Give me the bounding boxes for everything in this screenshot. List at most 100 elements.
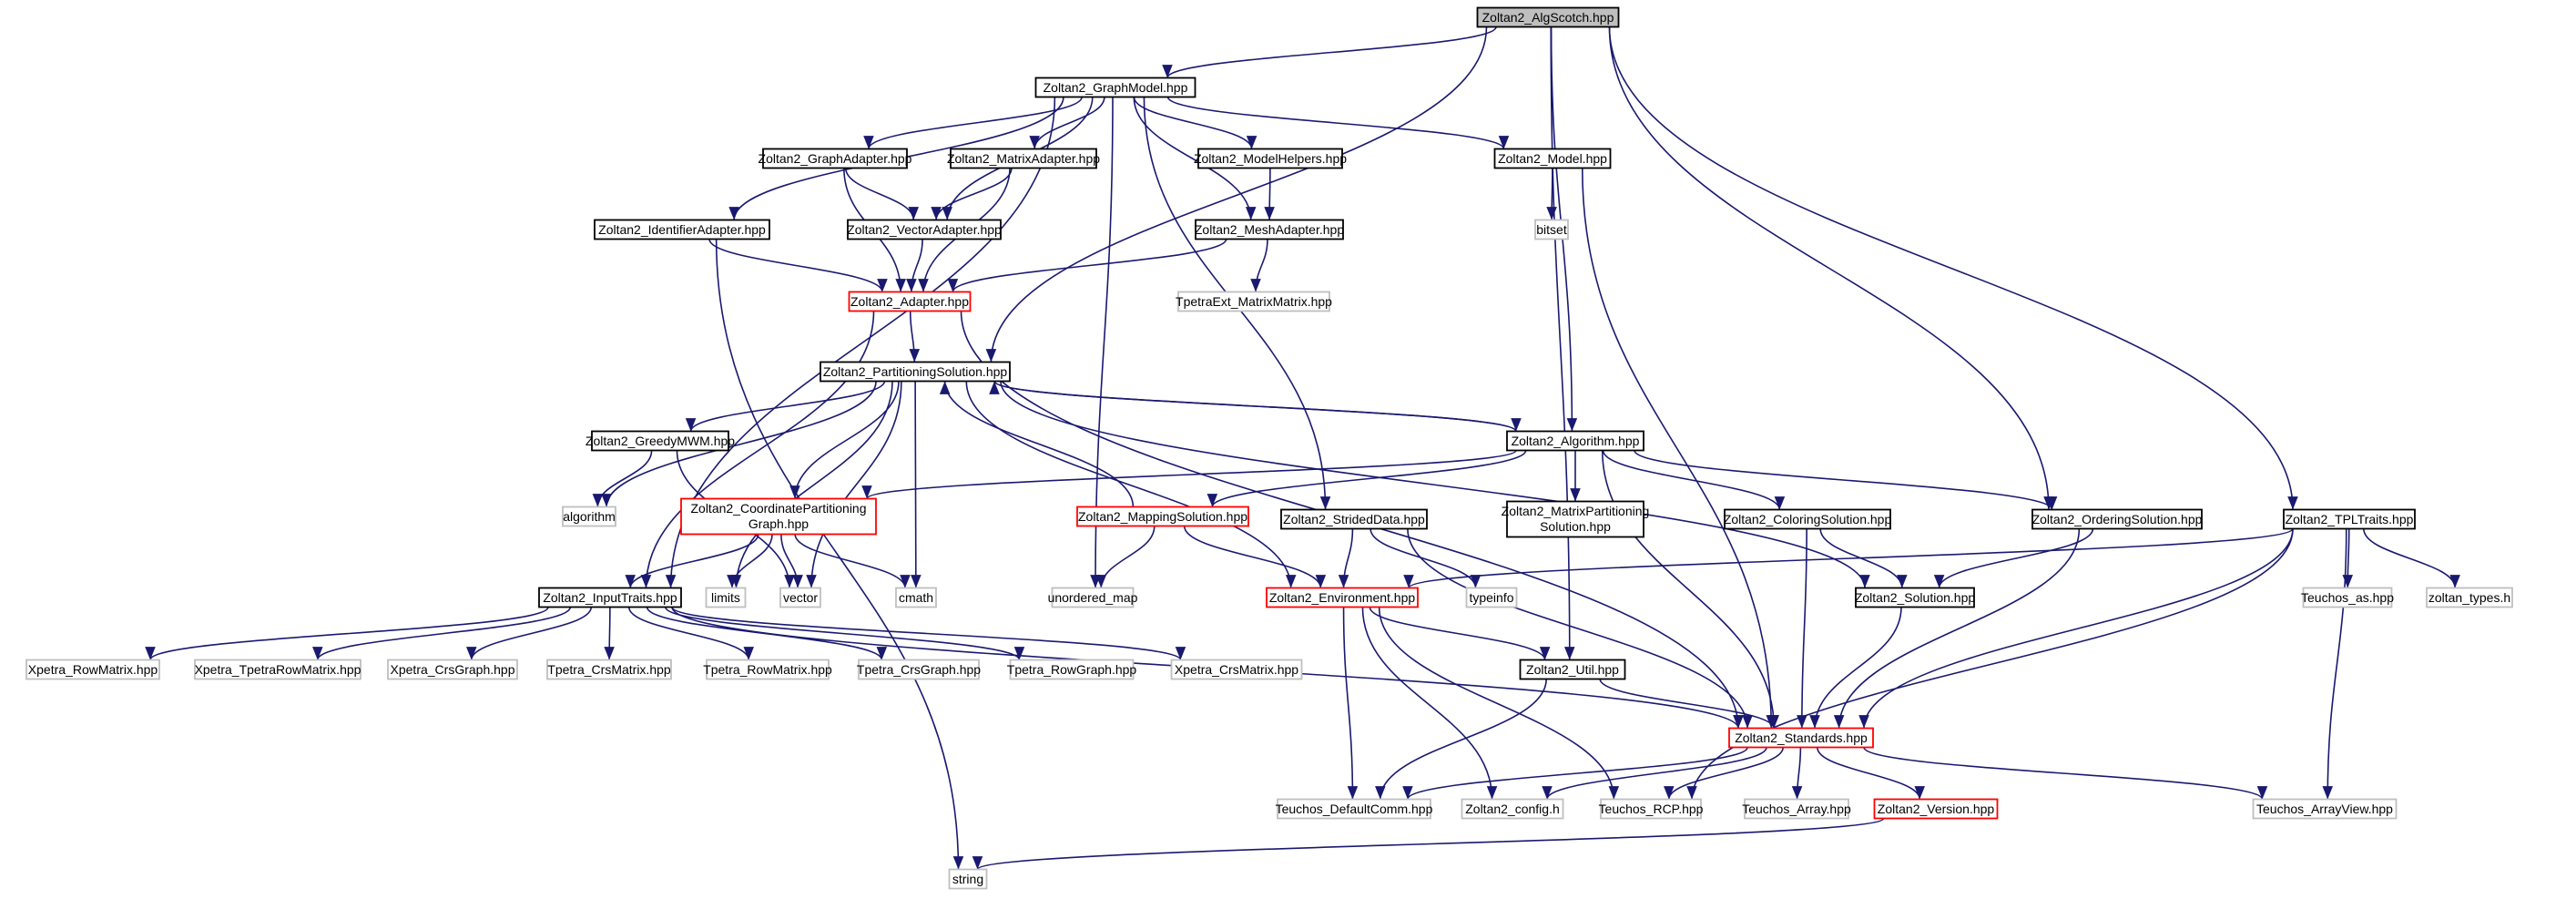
node-environment[interactable]: Zoltan2_Environment.hpp: [1266, 587, 1419, 608]
node-label-matrixpartsol: Solution.hpp: [1540, 519, 1611, 534]
node-box-mappingsol: [1076, 506, 1249, 527]
node-teuchos_array[interactable]: Teuchos_Array.hpp: [1742, 798, 1851, 820]
edge-graphadapter-to-vectoradapter: [844, 168, 919, 220]
edge-environment-to-teuchos_defaultcomm: [1342, 607, 1359, 800]
node-string[interactable]: string: [948, 868, 988, 890]
node-xpetra_rowmatrix[interactable]: Xpetra_RowMatrix.hpp: [25, 659, 160, 680]
node-cmath[interactable]: cmath: [895, 587, 937, 608]
node-standards[interactable]: Zoltan2_Standards.hpp: [1728, 727, 1874, 749]
edge-standards-to-teuchos_arrayview: [1863, 747, 2268, 800]
node-orderingsol[interactable]: Zoltan2_OrderingSolution.hpp: [2031, 508, 2203, 530]
node-xpetra_tpetrarowmatrix[interactable]: Xpetra_TpetraRowMatrix.hpp: [194, 659, 361, 680]
node-box-xpetra_crsmatrix: [1170, 659, 1303, 680]
node-identifieradapter[interactable]: Zoltan2_IdentifierAdapter.hpp: [594, 219, 770, 240]
node-label-xpetra_tpetrarowmatrix: Xpetra_TpetraRowMatrix.hpp: [195, 662, 361, 677]
node-box-inputtraits: [538, 587, 682, 608]
node-label-greedymwm: Zoltan2_GreedyMWM.hpp: [585, 434, 735, 448]
node-xpetra_crsgraph[interactable]: Xpetra_CrsGraph.hpp: [387, 659, 518, 680]
node-solution[interactable]: Zoltan2_Solution.hpp: [1855, 587, 1976, 608]
node-box-meshadapter: [1195, 219, 1344, 240]
node-box-tpltraits: [2283, 508, 2416, 530]
node-tpetra_rowgraph[interactable]: Tpetra_RowGraph.hpp: [1007, 659, 1137, 680]
node-version[interactable]: Zoltan2_Version.hpp: [1873, 798, 1999, 820]
node-mappingsol[interactable]: Zoltan2_MappingSolution.hpp: [1076, 506, 1249, 527]
node-partsol[interactable]: Zoltan2_PartitioningSolution.hpp: [820, 361, 1011, 383]
node-tpltraits[interactable]: Zoltan2_TPLTraits.hpp: [2283, 508, 2416, 530]
node-vectoradapter[interactable]: Zoltan2_VectorAdapter.hpp: [847, 219, 1002, 240]
node-label-environment: Zoltan2_Environment.hpp: [1269, 590, 1416, 605]
node-meshadapter[interactable]: Zoltan2_MeshAdapter.hpp: [1195, 219, 1344, 240]
node-label-zoltan2_config: Zoltan2_config.h: [1465, 802, 1560, 816]
node-algorithm_std[interactable]: algorithm: [562, 506, 616, 527]
node-label-modelhelpers: Zoltan2_ModelHelpers.hpp: [1194, 151, 1347, 166]
node-tpetra_crsmatrix[interactable]: Tpetra_CrsMatrix.hpp: [546, 659, 672, 680]
node-tpetra_crsgraph[interactable]: Tpetra_CrsGraph.hpp: [857, 659, 981, 680]
node-graphmodel[interactable]: Zoltan2_GraphModel.hpp: [1034, 77, 1196, 98]
node-box-adapter: [848, 291, 972, 312]
node-bitset[interactable]: bitset: [1534, 219, 1569, 240]
node-teuchos_arrayview[interactable]: Teuchos_ArrayView.hpp: [2252, 798, 2398, 820]
node-box-teuchos_as: [2302, 587, 2393, 608]
edge-graphmodel-to-model: [1166, 97, 1510, 149]
node-box-algorithm_std: [562, 506, 616, 527]
node-label-vector: vector: [783, 590, 818, 605]
node-vector[interactable]: vector: [779, 587, 821, 608]
node-zoltan_types[interactable]: zoltan_types.h: [2426, 587, 2513, 608]
edge-coordpart-to-cmath: [794, 534, 911, 588]
node-tpetraext[interactable]: TpetraExt_MatrixMatrix.hpp: [1176, 291, 1332, 312]
node-box-vector: [779, 587, 821, 608]
node-label-unordered_map: unordered_map: [1048, 590, 1138, 605]
node-tpetra_rowmatrix[interactable]: Tpetra_RowMatrix.hpp: [703, 659, 832, 680]
node-box-util: [1519, 659, 1626, 680]
node-algscotch[interactable]: Zoltan2_AlgScotch.hpp: [1476, 6, 1620, 28]
node-box-zoltan_types: [2426, 587, 2513, 608]
edge-algorithm-to-partsol: [989, 380, 1517, 433]
node-matrixadapter[interactable]: Zoltan2_MatrixAdapter.hpp: [947, 148, 1100, 169]
node-teuchos_rcp[interactable]: Teuchos_RCP.hpp: [1599, 798, 1704, 820]
node-graphadapter[interactable]: Zoltan2_GraphAdapter.hpp: [759, 148, 912, 169]
edge-environment-to-zoltan2_config: [1361, 607, 1498, 800]
node-label-teuchos_arrayview: Teuchos_ArrayView.hpp: [2256, 802, 2393, 816]
node-adapter[interactable]: Zoltan2_Adapter.hpp: [848, 291, 972, 312]
edge-stridedData-to-environment: [1338, 528, 1354, 588]
node-box-teuchos_array: [1744, 798, 1849, 820]
edge-coloringsol-to-standards: [1797, 528, 1807, 729]
node-teuchos_as[interactable]: Teuchos_as.hpp: [2301, 587, 2394, 608]
node-greedymwm[interactable]: Zoltan2_GreedyMWM.hpp: [585, 430, 735, 452]
node-label-coordpart: Zoltan2_CoordinatePartitioning: [690, 501, 866, 516]
node-xpetra_crsmatrix[interactable]: Xpetra_CrsMatrix.hpp: [1170, 659, 1303, 680]
node-coloringsol[interactable]: Zoltan2_ColoringSolution.hpp: [1724, 508, 1892, 530]
node-inputtraits[interactable]: Zoltan2_InputTraits.hpp: [538, 587, 682, 608]
edge-graphmodel-to-graphadapter: [863, 97, 1083, 149]
node-label-cmath: cmath: [899, 590, 933, 605]
node-util[interactable]: Zoltan2_Util.hpp: [1519, 659, 1626, 680]
node-teuchos_defaultcomm[interactable]: Teuchos_DefaultComm.hpp: [1276, 798, 1433, 820]
edge-matrixadapter-to-vectoradapter: [931, 168, 1013, 220]
node-label-matrixadapter: Zoltan2_MatrixAdapter.hpp: [947, 151, 1100, 166]
node-box-identifieradapter: [594, 219, 770, 240]
node-label-zoltan_types: zoltan_types.h: [2428, 590, 2510, 605]
edge-tpltraits-to-teuchos_rcp: [1686, 528, 2294, 800]
node-unordered_map[interactable]: unordered_map: [1048, 587, 1138, 608]
node-limits[interactable]: limits: [705, 587, 747, 608]
node-algorithm[interactable]: Zoltan2_Algorithm.hpp: [1506, 430, 1644, 452]
edge-algscotch-to-orderingsol: [1608, 26, 2054, 510]
node-label-algorithm: Zoltan2_Algorithm.hpp: [1512, 434, 1640, 448]
node-label-algorithm_std: algorithm: [563, 509, 616, 524]
edge-standards-to-zoltan2_config: [1542, 747, 1767, 800]
edge-partsol-to-algorithm_std: [601, 381, 877, 507]
node-label-limits: limits: [711, 590, 740, 605]
edge-standards-to-teuchos_rcp: [1664, 747, 1784, 800]
node-box-matrixadapter: [950, 148, 1097, 169]
node-stridedData[interactable]: Zoltan2_StridedData.hpp: [1280, 508, 1428, 530]
node-modelhelpers[interactable]: Zoltan2_ModelHelpers.hpp: [1194, 148, 1347, 169]
edge-adapter-to-inputtraits: [640, 311, 875, 588]
node-box-teuchos_defaultcomm: [1277, 798, 1431, 820]
node-zoltan2_config[interactable]: Zoltan2_config.h: [1461, 798, 1564, 820]
node-model[interactable]: Zoltan2_Model.hpp: [1493, 148, 1612, 169]
node-label-tpetra_rowmatrix: Tpetra_RowMatrix.hpp: [703, 662, 832, 677]
node-typeinfo[interactable]: typeinfo: [1465, 587, 1518, 608]
edge-inputtraits-to-xpetra_rowmatrix: [145, 607, 549, 660]
